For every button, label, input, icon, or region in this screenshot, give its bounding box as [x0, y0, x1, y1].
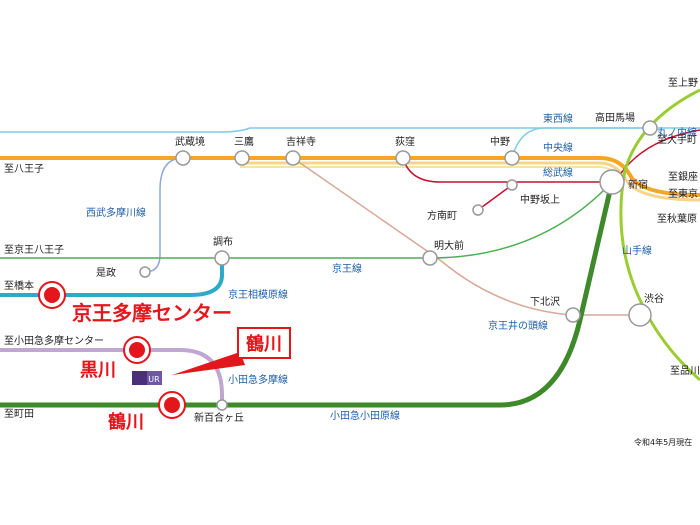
direction-hashimoto: 至橋本 — [4, 279, 34, 292]
keio-sagamihara-line — [0, 258, 224, 297]
station-marker-ogikubo — [395, 150, 411, 166]
ur-logo: UR — [132, 371, 162, 385]
direction-ueno: 至上野 — [668, 77, 698, 89]
chuo-line — [0, 156, 700, 197]
label-musashisakai: 武蔵境 — [175, 135, 205, 148]
station-markers — [139, 120, 658, 411]
station-marker-koremasa — [139, 266, 151, 278]
label-meidaimae: 明大前 — [434, 239, 464, 252]
tozai-line-rise — [511, 127, 650, 159]
station-marker-shimokitazawa — [565, 307, 581, 323]
footnote: 令和4年5月現在 — [634, 437, 692, 447]
direction-keio-hachioji: 至京王八王子 — [4, 243, 64, 256]
line-label-keio-sagamihara: 京王相模原線 — [228, 288, 288, 301]
line-label-seibu-tamagawa: 西武多摩川線 — [86, 206, 146, 219]
line-label-marunouchi: 丸ノ内線 — [657, 126, 697, 139]
label-kichijoji: 吉祥寺 — [286, 135, 316, 148]
direction-ginza: 至銀座 — [668, 170, 698, 183]
line-label-odakyu-odawara: 小田急小田原線 — [330, 409, 400, 422]
highlight-markers — [38, 281, 186, 419]
ur-logo-text: UR — [148, 375, 160, 384]
station-marker-takadanobaba — [642, 120, 658, 136]
label-shinjuku: 新宿 — [628, 178, 648, 191]
line-label-odakyu-tama: 小田急多摩線 — [228, 373, 288, 386]
seibu-tamagawa-line — [144, 157, 184, 273]
callout-label-tsurukawa: 鶴川 — [246, 333, 282, 355]
station-marker-mitaka — [234, 150, 250, 166]
station-marker-shinyurigaoka — [216, 399, 228, 411]
line-label-yamanote: 山手線 — [622, 244, 652, 257]
label-chofu: 調布 — [213, 235, 233, 248]
callout-box — [237, 327, 291, 359]
label-shimokitazawa: 下北沢 — [530, 295, 560, 308]
keio-line — [0, 181, 613, 259]
highlight-label-kurokawa: 黒川 — [80, 360, 116, 381]
direction-tokyo: 至東京 — [668, 187, 698, 200]
line-label-keio: 京王線 — [332, 262, 362, 275]
direction-machida: 至町田 — [4, 408, 34, 420]
station-marker-kichijoji — [285, 150, 301, 166]
label-mitaka: 三鷹 — [234, 135, 254, 148]
station-marker-musashisakai — [175, 150, 191, 166]
station-marker-meidaimae — [422, 250, 438, 266]
station-marker-nakano — [504, 150, 520, 166]
odakyu-odawara-line — [0, 181, 615, 408]
station-marker-honancho — [472, 204, 484, 216]
direction-shinagawa: 至品川 — [670, 365, 700, 377]
direction-otemachi: 至大手町 — [657, 133, 697, 146]
label-shibuya: 渋谷 — [644, 292, 664, 305]
direction-akihabara: 至秋葉原 — [657, 212, 697, 225]
label-ogikubo: 荻窪 — [395, 135, 415, 148]
highlight-label-keio-tama-center: 京王多摩センター — [72, 301, 232, 325]
station-marker-chofu — [214, 250, 230, 266]
label-koremasa: 是政 — [96, 266, 116, 279]
label-shinyurigaoka: 新百合ヶ丘 — [194, 411, 244, 424]
odakyu-tama-line — [0, 348, 224, 405]
inokashira-line — [292, 157, 640, 316]
label-nakano: 中野 — [490, 135, 510, 148]
station-marker-nakanosakaue — [506, 179, 518, 191]
line-label-inokashira: 京王井の頭線 — [488, 319, 548, 332]
station-marker-shibuya — [628, 303, 652, 327]
line-label-chuo: 中央線 — [543, 141, 573, 154]
label-honancho: 方南町 — [427, 209, 457, 222]
direction-odakyu-tama-center: 至小田急多摩センター — [4, 334, 104, 347]
highlight-label-tsurukawa: 鶴川 — [108, 411, 144, 433]
line-label-tozai: 東西線 — [543, 112, 573, 125]
callout-pointer — [172, 352, 245, 375]
label-takadanobaba: 高田馬場 — [595, 111, 635, 124]
station-marker-shinjuku — [599, 169, 625, 195]
label-nakanosakaue: 中野坂上 — [520, 193, 560, 206]
direction-hachioji: 至八王子 — [4, 163, 44, 175]
marunouchi-line-branch — [477, 184, 513, 211]
line-label-sobu: 総武線 — [543, 166, 573, 179]
